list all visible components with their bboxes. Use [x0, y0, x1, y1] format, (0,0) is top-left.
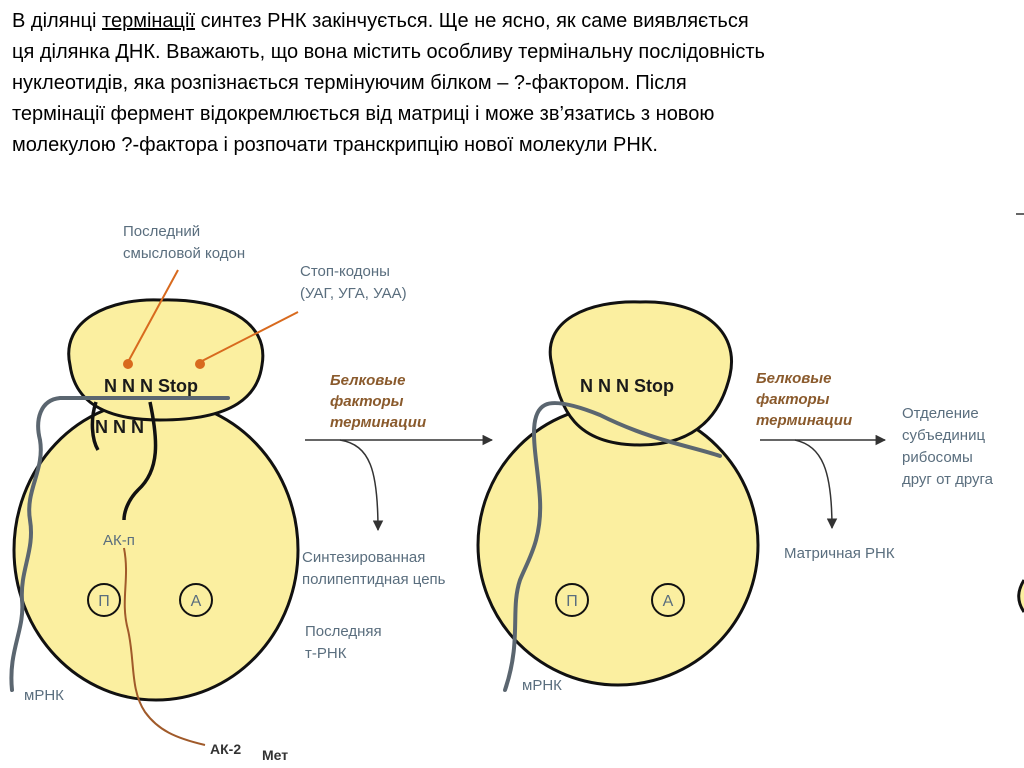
site-a-label-2: А [663, 593, 674, 610]
label-aa-2: АК-2 [210, 741, 241, 757]
intro-line-3: нуклеотидів, яка розпізнається термінуюч… [12, 72, 687, 94]
label-aa-n: АК-п [103, 532, 135, 549]
label-last-trna-line-1: Последняя [305, 623, 382, 640]
ribosome-after-release [476, 300, 760, 687]
pointer-last-codon [127, 269, 179, 363]
label-mrna-2: мРНК [522, 677, 562, 694]
intro-line-1-end: синтез РНК закінчується. Ще не ясно, як … [195, 10, 749, 32]
site-p-circle-1 [87, 583, 121, 617]
ribosome-before-termination [12, 298, 300, 702]
large-subunit-2 [476, 403, 760, 687]
intro-line-1: В ділянці термінації синтез РНК закінчує… [12, 6, 1012, 37]
arrow-matrix-rna [794, 439, 838, 530]
label-stop-codons-line-1: Стоп-кодоны [300, 263, 390, 280]
intro-line-2: ця ділянка ДНК. Вважають, що вона містит… [12, 41, 765, 63]
polypeptide-chain [123, 547, 206, 746]
label-last-trna-line-2: т-РНК [305, 645, 347, 662]
label-last-codon-line-2: смысловой кодон [123, 245, 245, 262]
last-trna-1 [90, 401, 158, 521]
label-factors-2-line-1: Белковые [756, 370, 831, 387]
termination-link[interactable]: термінації [102, 10, 196, 32]
codons-text-1: N N N Stop [104, 376, 198, 396]
site-p-circle-2 [555, 583, 589, 617]
site-p-label-2: П [566, 593, 578, 610]
label-mrna-1: мРНК [24, 687, 64, 704]
label-separation-line-3: рибосомы [902, 449, 973, 466]
mrna-strand-2 [503, 401, 722, 692]
label-met: Мет [262, 747, 288, 763]
pointer-dot-stop-codon [195, 359, 205, 369]
partial-ribosome-edge [1017, 579, 1024, 613]
intro-line-4: термінації фермент відокремлюється від м… [12, 103, 715, 125]
label-separation-line-2: субъединиц [902, 427, 985, 444]
label-separation-line-4: друг от друга [902, 471, 994, 488]
site-p-label-1: П [98, 593, 110, 610]
label-factors-1-line-3: терминации [330, 414, 426, 431]
pointer-stop-codon [199, 311, 299, 363]
label-factors-1-line-2: факторы [330, 393, 404, 410]
label-stop-codons-line-2: (УАГ, УГА, УАА) [300, 285, 407, 302]
small-subunit-1 [67, 298, 265, 422]
label-released-chain-line-2: полипептидная цепь [302, 571, 446, 588]
mrna-strand-1 [9, 396, 230, 692]
intro-line-1-start: В ділянці [12, 10, 103, 32]
label-matrix-rna: Матричная РНК [784, 545, 895, 562]
site-a-label-1: А [191, 593, 202, 610]
label-separation-line-1: Отделение [902, 405, 979, 422]
site-a-circle-1 [179, 583, 213, 617]
anticodon-text-1: N N N [95, 417, 144, 437]
codons-text-2: N N N Stop [580, 376, 674, 396]
label-last-codon-line-1: Последний [123, 223, 200, 240]
label-factors-2-line-3: терминации [756, 412, 852, 429]
pointer-dot-last-codon [123, 359, 133, 369]
intro-line-5: молекулою ?-фактора і розпочати транскри… [12, 134, 658, 156]
intro-paragraph: В ділянці термінації синтез РНК закінчує… [12, 6, 1012, 161]
arrow-release-chain [339, 439, 384, 532]
label-factors-1-line-1: Белковые [330, 372, 405, 389]
small-subunit-2 [548, 300, 733, 447]
site-a-circle-2 [651, 583, 685, 617]
label-released-chain-line-1: Синтезированная [302, 549, 425, 566]
label-factors-2-line-2: факторы [756, 391, 830, 408]
